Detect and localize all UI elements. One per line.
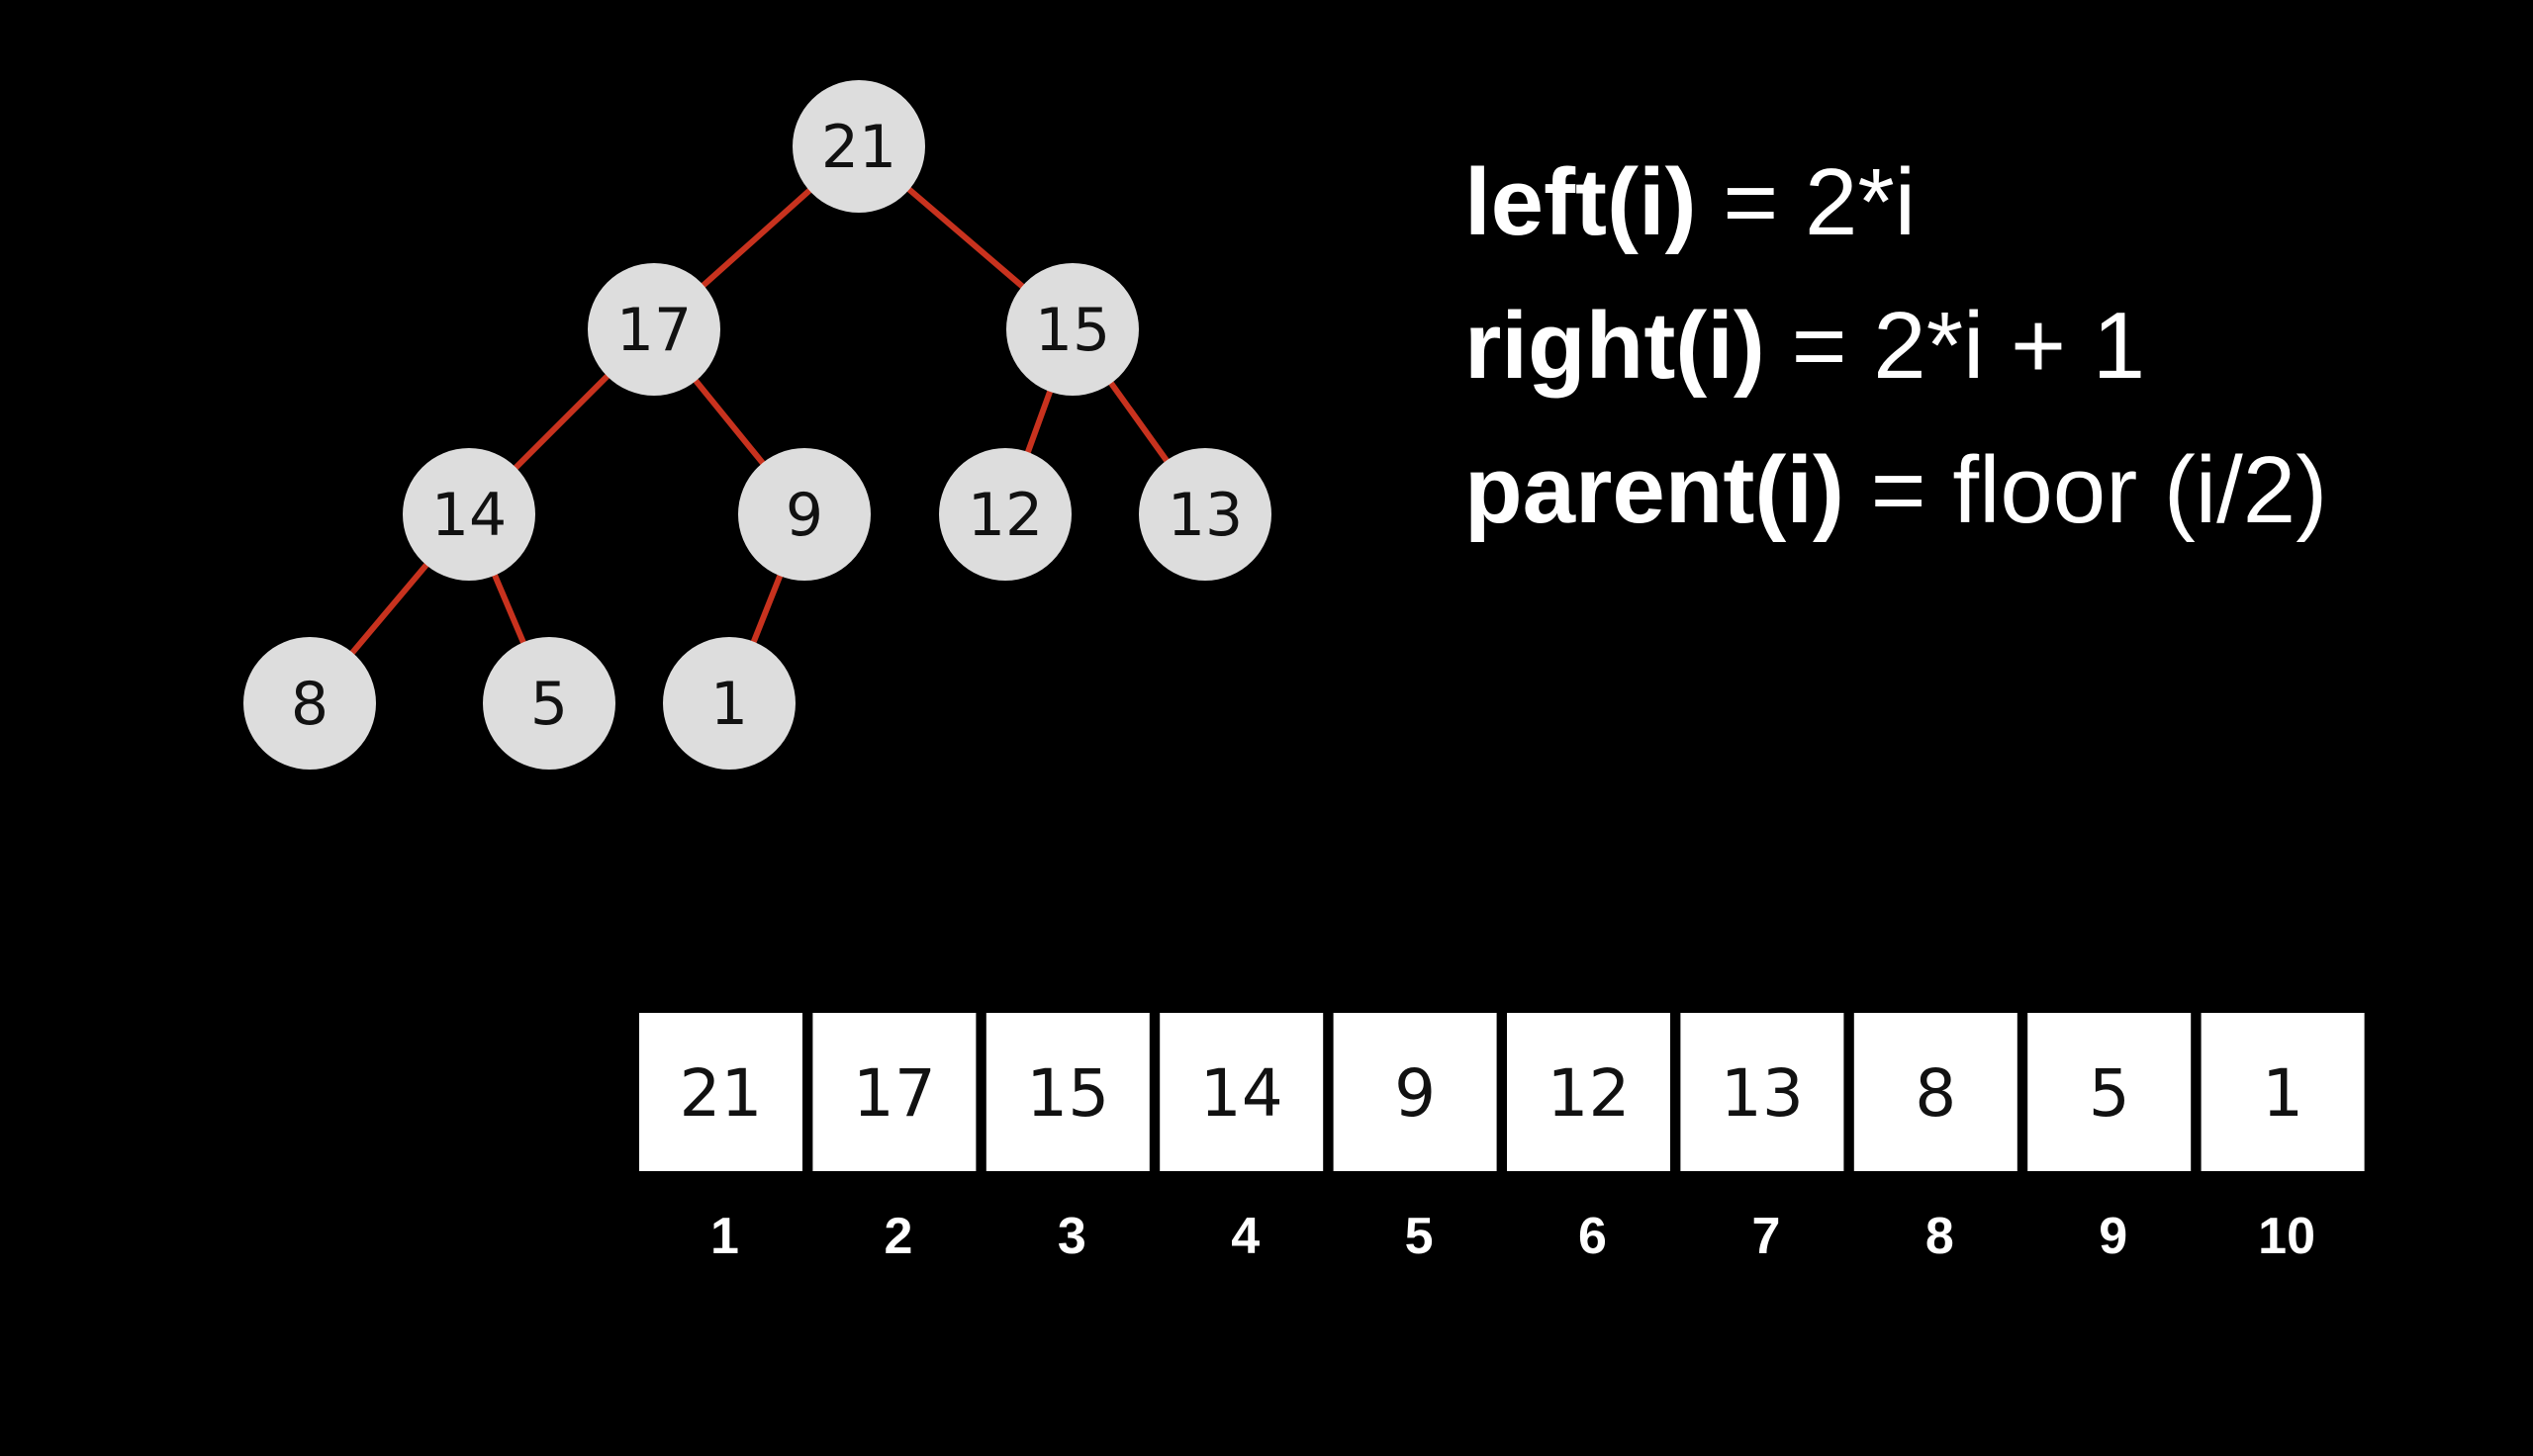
array-cell-box <box>812 1013 977 1171</box>
array-cell-value: 17 <box>853 1055 936 1132</box>
array-index: 8 <box>1925 1208 1954 1265</box>
array-cell-box <box>639 1013 802 1171</box>
array-cell: 13 <box>1680 1013 1844 1171</box>
tree-node: 15 <box>1006 263 1139 396</box>
array-index: 7 <box>1751 1208 1780 1265</box>
array-index: 9 <box>2099 1208 2127 1265</box>
array-cell-value: 5 <box>2089 1055 2130 1132</box>
tree-node-label: 14 <box>431 481 507 550</box>
array-cell-box <box>1160 1013 1324 1171</box>
heap-tree: 21 17 15 14 9 12 13 8 5 1 <box>243 80 1271 770</box>
formula-right-rest: = 2*i + 1 <box>1765 293 2145 399</box>
tree-node: 9 <box>738 448 871 581</box>
formula-right: right(i) = 2*i + 1 <box>1464 293 2145 399</box>
tree-node-circle <box>1006 263 1139 396</box>
array-cell: 17 <box>812 1013 977 1171</box>
formula-parent: parent(i) = floor (i/2) <box>1464 437 2327 543</box>
formula-left: left(i) = 2*i <box>1464 149 1916 255</box>
tree-node-circle <box>663 637 796 770</box>
array-index: 4 <box>1231 1208 1260 1265</box>
tree-node-circle <box>243 637 376 770</box>
array-cell-box <box>1853 1013 2017 1171</box>
formula-parent-fn: parent(i) <box>1464 437 1844 543</box>
array-cell-value: 9 <box>1394 1055 1436 1132</box>
formula-parent-rest: = floor (i/2) <box>1844 437 2327 543</box>
formula-left-fn: left(i) <box>1464 149 1697 255</box>
array-cell: 15 <box>985 1013 1150 1171</box>
tree-node-label: 5 <box>530 670 568 739</box>
tree-node: 5 <box>483 637 615 770</box>
array-cell-value: 12 <box>1548 1055 1631 1132</box>
array-cell: 5 <box>2027 1013 2192 1171</box>
tree-node-label: 1 <box>710 670 748 739</box>
array-cell: 12 <box>1507 1013 1670 1171</box>
array-cell: 14 <box>1160 1013 1324 1171</box>
array-indices: 1 2 3 4 5 6 7 8 9 10 <box>710 1208 2315 1265</box>
array-cell-box <box>985 1013 1150 1171</box>
array-cell-box <box>2201 1013 2365 1171</box>
tree-node-circle <box>939 448 1072 581</box>
array-cell-value: 14 <box>1200 1055 1283 1132</box>
tree-node-circle <box>588 263 720 396</box>
formula-left-rest: = 2*i <box>1697 149 1916 255</box>
tree-node-circle <box>738 448 871 581</box>
tree-node: 21 <box>793 80 925 213</box>
tree-node-label: 21 <box>821 113 896 182</box>
array-cell: 21 <box>639 1013 802 1171</box>
tree-node-label: 9 <box>786 481 823 550</box>
tree-node: 13 <box>1139 448 1271 581</box>
tree-node-label: 17 <box>616 296 692 365</box>
array-cell-box <box>1507 1013 1670 1171</box>
array-cell-value: 15 <box>1026 1055 1109 1132</box>
tree-node-circle <box>403 448 535 581</box>
array-cell: 8 <box>1853 1013 2017 1171</box>
array-cell-box <box>2027 1013 2192 1171</box>
array-index: 5 <box>1405 1208 1434 1265</box>
tree-node: 14 <box>403 448 535 581</box>
tree-node: 1 <box>663 637 796 770</box>
tree-node-label: 8 <box>291 670 328 739</box>
tree-node: 8 <box>243 637 376 770</box>
tree-node: 17 <box>588 263 720 396</box>
array-cell-value: 8 <box>1915 1055 1956 1132</box>
array-index: 1 <box>710 1208 739 1265</box>
array-index: 3 <box>1058 1208 1086 1265</box>
array-cell: 9 <box>1333 1013 1497 1171</box>
array-index: 10 <box>2258 1208 2315 1265</box>
array-cell: 1 <box>2201 1013 2365 1171</box>
tree-node-circle <box>793 80 925 213</box>
tree-nodes: 21 17 15 14 9 12 13 8 5 1 <box>243 80 1271 770</box>
tree-node-label: 13 <box>1168 481 1243 550</box>
tree-node-circle <box>1139 448 1271 581</box>
array-index: 6 <box>1578 1208 1607 1265</box>
tree-node-circle <box>483 637 615 770</box>
index-formulas: left(i) = 2*i right(i) = 2*i + 1 parent(… <box>1464 149 2327 543</box>
array-index: 2 <box>884 1208 912 1265</box>
array-cells: 21 17 15 14 9 12 13 8 5 1 <box>639 1013 2365 1171</box>
tree-node-label: 15 <box>1035 296 1110 365</box>
array-cell-value: 21 <box>680 1055 763 1132</box>
array-cell-box <box>1680 1013 1844 1171</box>
tree-node: 12 <box>939 448 1072 581</box>
array-cell-value: 1 <box>2262 1055 2303 1132</box>
tree-node-label: 12 <box>968 481 1043 550</box>
formula-right-fn: right(i) <box>1464 293 1765 399</box>
array-cell-value: 13 <box>1721 1055 1804 1132</box>
array-cell-box <box>1333 1013 1497 1171</box>
